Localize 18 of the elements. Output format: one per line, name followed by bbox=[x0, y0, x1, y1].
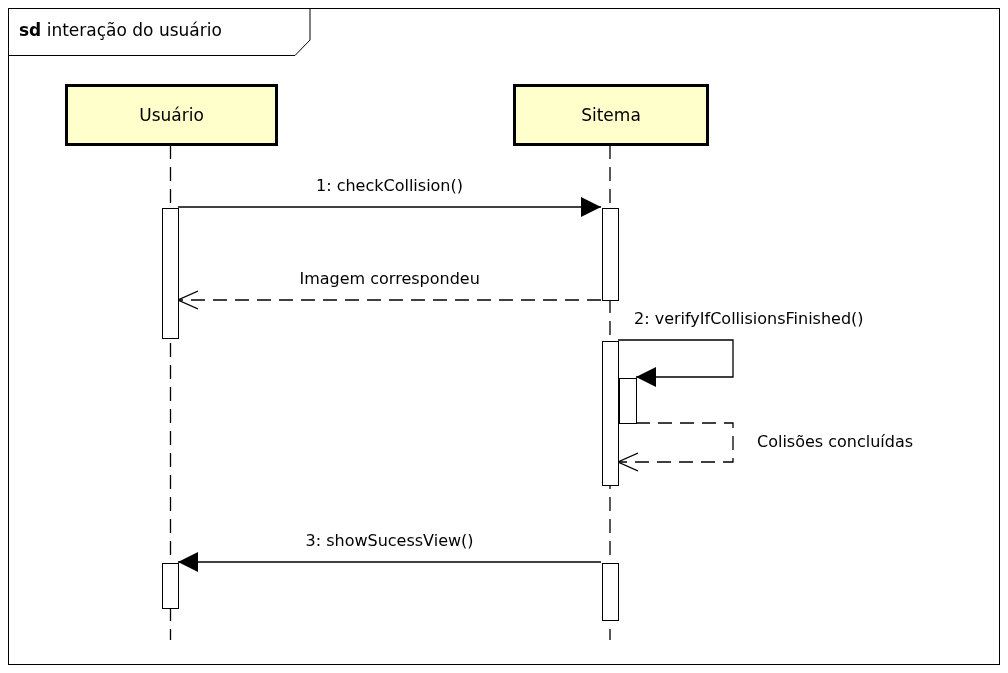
activation-bar bbox=[162, 563, 179, 609]
message-label: 2: verifyIfCollisionsFinished() bbox=[632, 309, 866, 328]
lifeline-head: Sitema bbox=[513, 84, 709, 146]
activation-bar bbox=[619, 378, 637, 424]
message-arrow bbox=[177, 290, 602, 310]
activation-bar bbox=[602, 208, 619, 301]
activation-bar bbox=[602, 341, 619, 486]
message-label: 3: showSucessView() bbox=[303, 531, 476, 550]
lifeline-head: Usuário bbox=[65, 84, 278, 146]
message-arrow bbox=[177, 197, 602, 217]
message-arrow bbox=[617, 339, 734, 387]
activation-bar bbox=[602, 563, 619, 621]
message-arrow bbox=[617, 422, 734, 472]
frame bbox=[8, 8, 1000, 665]
activation-bar bbox=[162, 208, 179, 339]
message-label: 1: checkCollision() bbox=[314, 176, 465, 195]
frame-label: sd interação do usuário bbox=[19, 20, 222, 40]
message-arrow bbox=[177, 552, 602, 572]
